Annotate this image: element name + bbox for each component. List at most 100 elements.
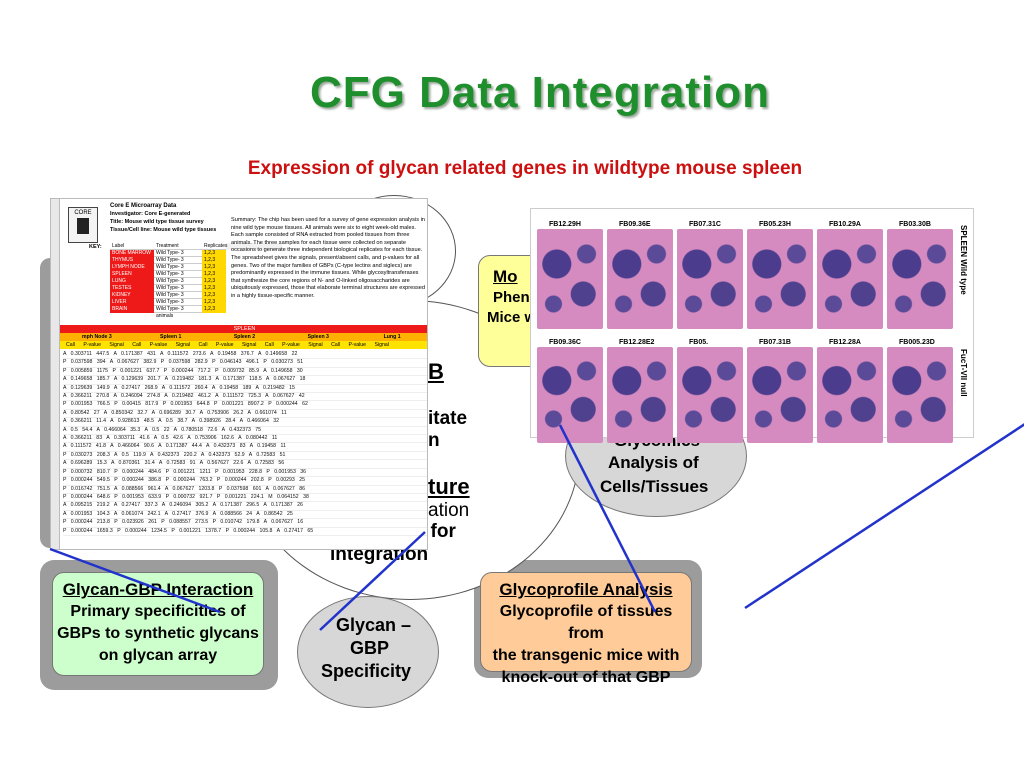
histology-label: FB09.36E — [619, 221, 651, 228]
table-row: A 0.366211 11.4 A 0.928613 48.5 A 0.5 38… — [63, 418, 427, 427]
column-headers: Call P-value Signal Call P-value Signal … — [66, 342, 389, 348]
table-row: P 0.000244 213.8 P 0.023926 261 P 0.0885… — [63, 519, 427, 528]
spleen-band: SPLEEN — [60, 325, 427, 333]
key-cell: LYMPH NODE — [110, 264, 154, 271]
specificity-oval — [297, 596, 439, 708]
glycomics-line2: Analysis of — [608, 453, 699, 472]
table-row: P 0.000244 648.6 P 0.001953 633.9 P 0.00… — [63, 494, 427, 503]
specificity-line1: Glycan – — [336, 615, 412, 635]
group-header: Spleen 2 — [233, 334, 256, 340]
table-row: A 0.366211 83 A 0.303711 41.6 A 0.5 42.6… — [63, 435, 427, 444]
spleen-histology-image — [677, 347, 743, 443]
circle-text-ation: ation — [428, 500, 470, 521]
table-row: P 0.037598 394 A 0.067627 382.9 P 0.0375… — [63, 359, 427, 368]
table-row: A 0.366211 270.8 A 0.246094 274.8 A 0.21… — [63, 393, 427, 402]
spleen-histology-image — [747, 347, 813, 443]
key-cell: 1,2,3 — [202, 306, 226, 313]
histology-label: FB05.23H — [759, 221, 791, 228]
key-cell: LUNG — [110, 278, 154, 285]
table-row: A 0.80542 27 A 0.850342 32.7 A 0.696289 … — [63, 410, 427, 419]
spleen-histology-image — [537, 229, 603, 329]
glycoprofile-body-2: the transgenic mice with — [492, 647, 680, 664]
specificity-line3: Specificity — [321, 661, 412, 681]
specificity-line2: GBP — [350, 638, 390, 658]
connector-line-far-right — [744, 423, 1024, 610]
key-cell: 1,2,3 — [202, 250, 226, 257]
circle-text-itate: itate — [428, 408, 468, 429]
histology-label: FB05. — [689, 339, 709, 346]
side-label-null: FucT-VII null — [959, 349, 968, 397]
key-cell: THYMUS — [110, 257, 154, 264]
key-cell: BONE MARROW — [110, 250, 154, 257]
glycoprofile-analysis-box: Glycoprofile Analysis Glycoprofile of ti… — [480, 572, 692, 686]
glycomics-line3: Cells/Tissues — [600, 477, 709, 496]
key-cell: KIDNEY — [110, 292, 154, 299]
key-cell: LIVER — [110, 299, 154, 306]
table-row: A 0.111572 41.8 A 0.466064 90.6 A 0.1713… — [63, 443, 427, 452]
histology-label: FB07.31C — [689, 221, 721, 228]
group-header: Spleen 1 — [160, 334, 182, 340]
histology-label: FB09.36C — [549, 339, 581, 346]
table-row: P 0.030273 208.3 A 0.5 119.9 A 0.432373 … — [63, 452, 427, 461]
histology-label: FB12.28E2 — [619, 339, 655, 346]
table-row: P 0.000732 810.7 P 0.000244 484.6 P 0.00… — [63, 469, 427, 478]
spleen-histology-image — [677, 229, 743, 329]
sheet-summary: Summary: The chip has been used for a su… — [231, 217, 426, 299]
group-headers: mph Node 3 Spleen 1 Spleen 2 Spleen 3 Lung 1 — [60, 333, 427, 341]
spleen-histology-image — [537, 347, 603, 443]
key-cell: BRAIN — [110, 306, 154, 313]
column-header-band: Call P-value Signal Call P-value Signal … — [60, 341, 427, 349]
key-cell: SPLEEN — [110, 271, 154, 278]
sheet-investigator: Investigator: Core E-generated — [110, 211, 191, 217]
glycan-gbp-body-1: Primary specificities of — [70, 603, 246, 620]
histology-label: FB12.29H — [549, 221, 581, 228]
table-row: A 0.5 54.4 A 0.466064 35.3 A 0.5 22 A 0.… — [63, 427, 427, 436]
table-row: A 0.095215 219.2 A 0.27417 337.3 A 0.246… — [63, 502, 427, 511]
side-label-wild-type: SPLEEN Wild type — [959, 225, 968, 295]
key-header-row: Label Treatment Replicates — [110, 243, 282, 250]
histology-label: FB10.29A — [829, 221, 861, 228]
table-row: P 0.000244 1659.3 P 0.000244 1234.5 P 0.… — [63, 528, 427, 536]
sheet-title-line: Title: Mouse wild type tissue survey — [110, 219, 204, 225]
slide-title: CFG Data Integration — [309, 68, 771, 117]
table-row: P 0.016742 751.5 A 0.088566 961.4 A 0.06… — [63, 486, 427, 494]
histology-label: FB07.31B — [759, 339, 791, 346]
glycoprofile-body-1: Glycoprofile of tissues from — [499, 603, 673, 642]
spleen-histology-image — [747, 229, 813, 329]
spleen-histology-image — [607, 347, 673, 443]
key-cell: 1,2,3 — [202, 264, 226, 271]
key-cell: 1,2,3 — [202, 292, 226, 299]
connector-line-right — [558, 424, 657, 613]
group-header: Lung 1 — [383, 334, 401, 340]
table-row: P 0.005859 1175 P 0.001221 637.7 P 0.000… — [63, 368, 427, 377]
key-header-treatment: Treatment — [154, 243, 202, 250]
group-header: Spleen 3 — [307, 334, 329, 340]
group-header: mph Node 3 — [82, 334, 112, 340]
key-cell: TESTES — [110, 285, 154, 292]
table-row: P 0.000244 549.5 P 0.000244 386.8 P 0.00… — [63, 477, 427, 486]
histology-label: FB03.30B — [899, 221, 931, 228]
group-header-band: mph Node 3 Spleen 1 Spleen 2 Spleen 3 Lung 1 — [60, 333, 427, 341]
spleen-histology-image — [817, 229, 883, 329]
connector-line-left — [49, 547, 221, 614]
glycan-gbp-body-3: on glycan array — [98, 647, 218, 664]
sheet-header-title: Core E Microarray Data — [110, 203, 177, 209]
table-row: A 0.001953 104.3 A 0.061074 242.1 A 0.27… — [63, 511, 427, 520]
spleen-histology-image — [887, 229, 953, 329]
mouse-box-line2: Phen — [493, 289, 530, 306]
key-cell: 1,2,3 — [202, 285, 226, 292]
mouse-box-line3: Mice w — [487, 309, 537, 326]
glycoprofile-heading: Glycoprofile Analysis — [499, 580, 673, 599]
cfg-logo: CORE — [68, 207, 98, 243]
circle-text-n: n — [428, 430, 440, 451]
key-header-replicates: Replicates — [202, 243, 228, 250]
key-cell: 1,2,3 — [202, 278, 226, 285]
key-cell: Wild Type- 3 animals — [154, 306, 202, 319]
connector-line-center — [319, 531, 426, 631]
circle-text-b: B — [428, 359, 444, 384]
key-table: Label Treatment Replicates BONE MARROW Wi… — [110, 243, 282, 319]
table-row: A 0.696289 15.3 A 0.870361 31.4 A 0.7258… — [63, 460, 427, 469]
